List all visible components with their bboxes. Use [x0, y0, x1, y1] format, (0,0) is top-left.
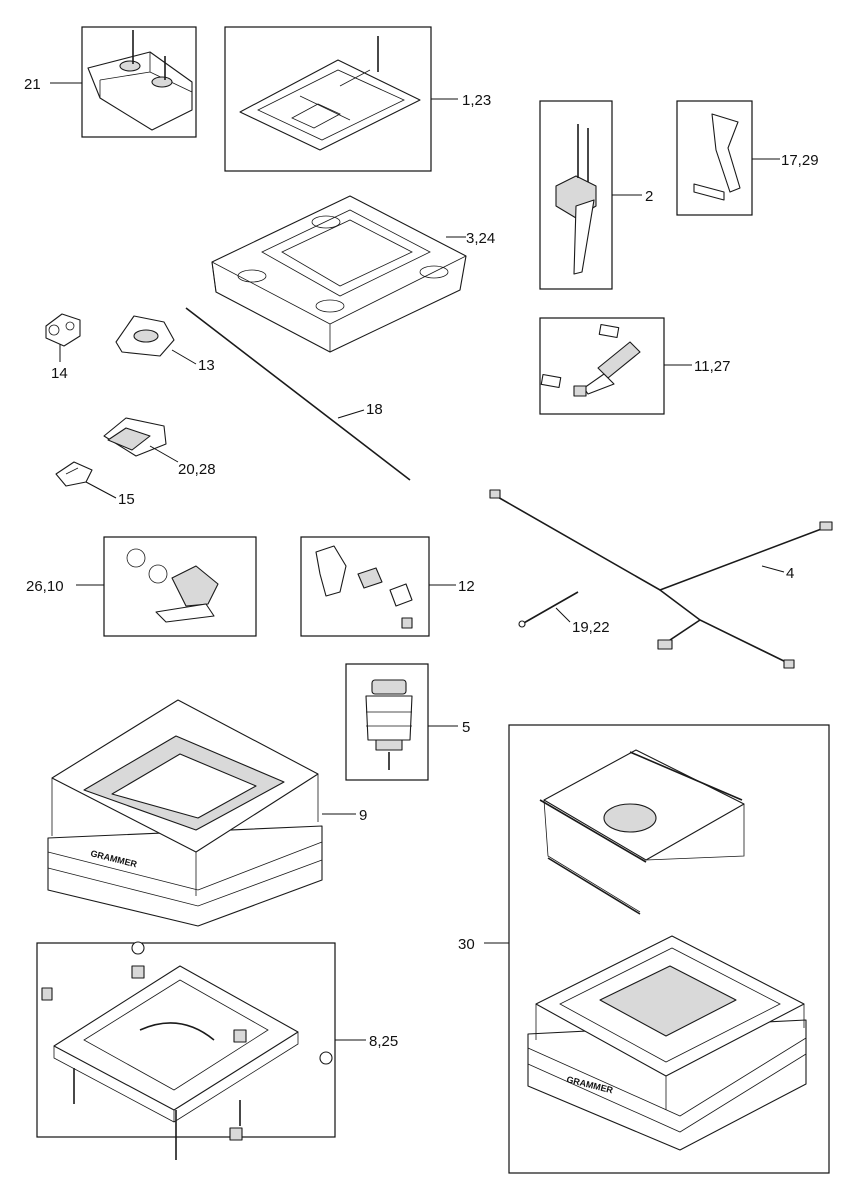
part-2-switch: 2 — [539, 100, 653, 290]
part-30-complete-suspension: GRAMMER 30 — [458, 724, 830, 1174]
part-26-10-frame — [103, 536, 257, 637]
part-14-clip: 14 — [45, 313, 81, 382]
part-8-25-slide-rail-kit: 8,25 — [36, 941, 398, 1160]
callout-15: 15 — [118, 491, 135, 508]
part-17-29-frame — [676, 100, 753, 216]
part-12-lock-kit: 12 — [300, 536, 475, 637]
part-13-handle-housing: 13 — [115, 315, 215, 374]
callout-21: 21 — [24, 76, 41, 93]
part-4-wiring-harness: 4 — [489, 489, 833, 669]
part-5-frame — [345, 663, 429, 781]
callout-4: 4 — [786, 565, 794, 582]
part-15-cap: 15 — [55, 461, 135, 508]
part-17-29-strap-bracket: 17,29 — [676, 100, 819, 216]
part-9-base-cushion: GRAMMER 9 — [47, 699, 367, 927]
callout-13: 13 — [198, 357, 215, 374]
part-30-frame — [508, 724, 830, 1174]
part-19-22-rod: 19,22 — [518, 591, 610, 636]
callout-8-25: 8,25 — [369, 1033, 398, 1050]
callout-1-23: 1,23 — [462, 92, 491, 109]
part-11-27-frame — [539, 317, 665, 415]
callout-12: 12 — [458, 578, 475, 595]
callout-17-29: 17,29 — [781, 152, 819, 169]
callout-30: 30 — [458, 936, 475, 953]
callout-2: 2 — [645, 188, 653, 205]
part-26-10-motor-kit: 26,10 — [26, 536, 257, 637]
callout-3-24: 3,24 — [466, 230, 495, 247]
part-1-23-cover-plate: 1,23 — [224, 26, 491, 172]
part-18-cable: 18 — [185, 307, 411, 481]
callout-20-28: 20,28 — [178, 461, 216, 478]
part-12-frame — [300, 536, 430, 637]
part-11-27-gas-spring: 11,27 — [539, 317, 730, 415]
callout-9: 9 — [359, 807, 367, 824]
callout-11-27: 11,27 — [694, 358, 730, 375]
callout-26-10: 26,10 — [26, 578, 64, 595]
part-20-28-lever: 20,28 — [103, 417, 216, 478]
part-21-frame — [81, 26, 197, 138]
callout-18: 18 — [366, 401, 383, 418]
part-3-24-base-frame: 3,24 — [211, 195, 495, 353]
callout-19-22: 19,22 — [572, 619, 610, 636]
part-5-air-spring: 5 — [345, 663, 470, 781]
callout-14: 14 — [51, 365, 68, 382]
callout-5: 5 — [462, 719, 470, 736]
part-21-cover-bracket: 21 — [24, 26, 197, 138]
